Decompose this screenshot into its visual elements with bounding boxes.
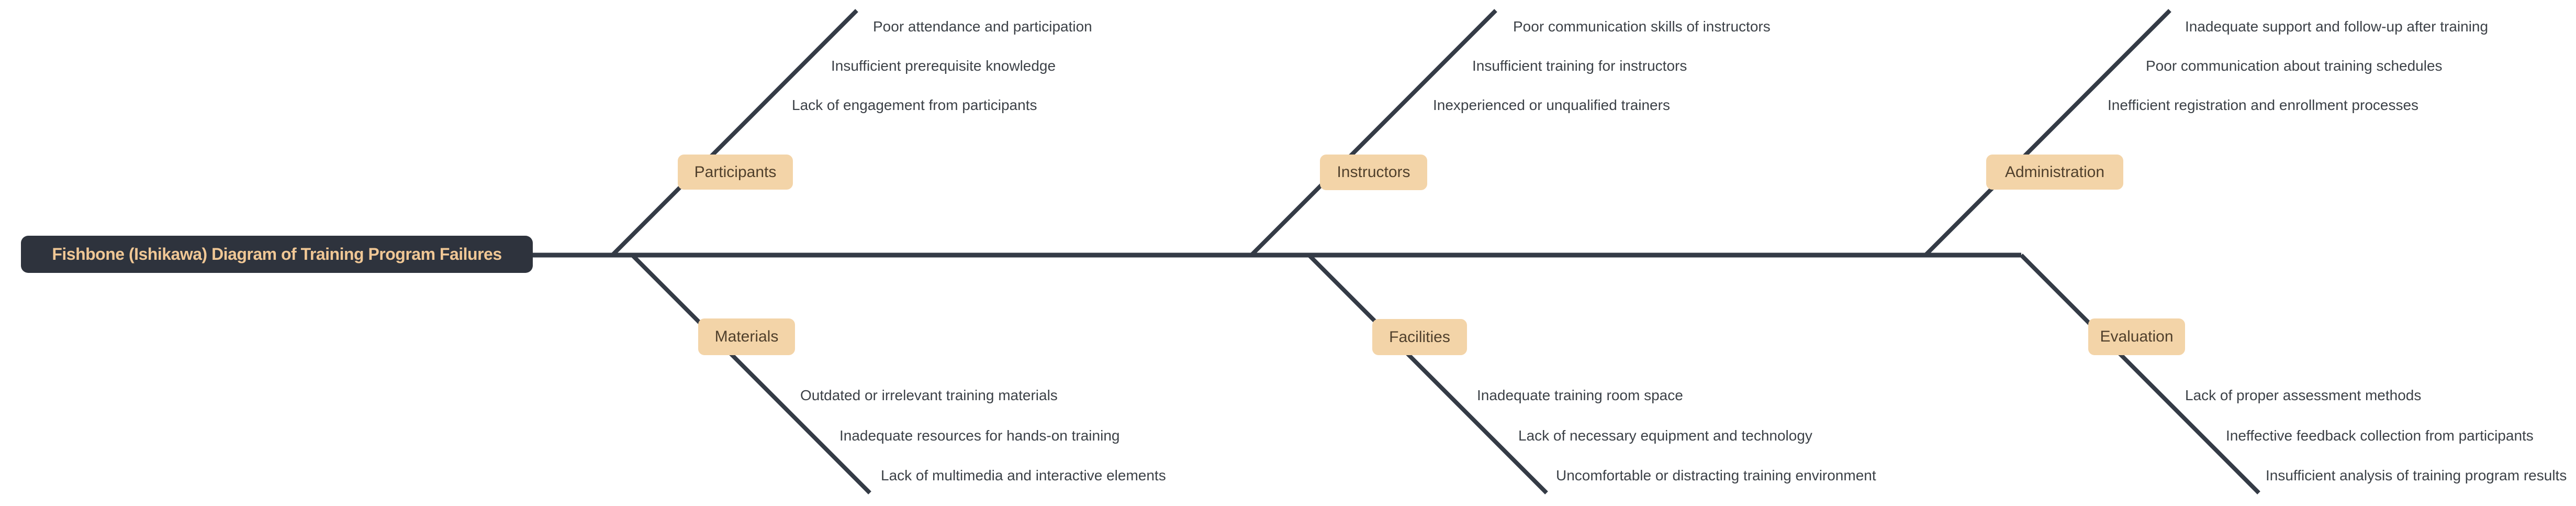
cause-text: Uncomfortable or distracting training en… [1556,467,1876,483]
category-box-participants: Participants [678,155,793,190]
branch-materials-line [631,254,871,494]
category-box-instructors: Instructors [1320,155,1427,190]
cause-text: Poor communication skills of instructors [1513,18,1771,35]
cause-text: Insufficient analysis of training progra… [2266,467,2567,483]
category-box-facilities: Facilities [1372,319,1467,355]
cause-text: Inexperienced or unqualified trainers [1433,97,1670,113]
cause-text: Ineffective feedback collection from par… [2226,427,2534,444]
branch-evaluation-line [2020,254,2260,494]
cause-text: Inadequate resources for hands-on traini… [839,427,1120,444]
cause-text: Lack of proper assessment methods [2185,387,2422,403]
branch-participants-line [611,9,858,257]
category-box-evaluation: Evaluation [2088,318,2185,355]
category-label: Participants [694,163,777,181]
cause-text: Inadequate training room space [1477,387,1683,403]
category-label: Materials [714,328,779,345]
category-label: Instructors [1337,163,1410,181]
cause-text: Lack of necessary equipment and technolo… [1518,427,1812,444]
cause-text: Poor attendance and participation [873,18,1092,35]
cause-text: Lack of engagement from participants [792,97,1037,113]
cause-text: Inadequate support and follow-up after t… [2185,18,2489,35]
category-label: Facilities [1389,328,1450,346]
branch-facilities-line [1307,254,1548,494]
category-label: Administration [2004,163,2105,181]
category-box-materials: Materials [698,318,795,355]
cause-text: Insufficient prerequisite knowledge [831,58,1056,74]
category-label: Evaluation [2100,328,2174,345]
cause-text: Inefficient registration and enrollment … [2108,97,2419,113]
problem-title-label: Fishbone (Ishikawa) Diagram of Training … [52,245,502,263]
category-box-administration: Administration [1986,155,2123,190]
cause-text: Outdated or irrelevant training material… [800,387,1058,403]
cause-text: Insufficient training for instructors [1472,58,1687,74]
branch-administration-line [1924,9,2171,257]
branch-instructors-line [1250,9,1497,257]
cause-text: Lack of multimedia and interactive eleme… [881,467,1166,483]
problem-title-box: Fishbone (Ishikawa) Diagram of Training … [21,236,533,273]
cause-text: Poor communication about training schedu… [2146,58,2443,74]
